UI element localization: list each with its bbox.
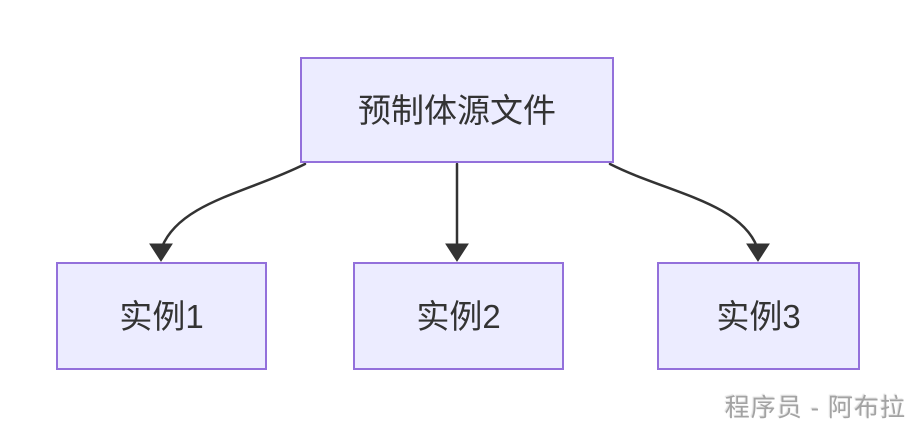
edge-source-to-instance3 xyxy=(608,162,759,249)
node-prefab-source: 预制体源文件 xyxy=(300,57,614,163)
node-instance-3-label: 实例3 xyxy=(716,297,801,335)
node-instance-3: 实例3 xyxy=(657,262,860,370)
arrowhead-instance3-icon xyxy=(746,243,770,262)
arrowhead-instance2-icon xyxy=(445,243,469,262)
node-prefab-source-label: 预制体源文件 xyxy=(358,91,556,129)
node-instance-1: 实例1 xyxy=(56,262,267,370)
edge-source-to-instance1 xyxy=(160,162,307,249)
node-instance-2: 实例2 xyxy=(353,262,564,370)
node-instance-1-label: 实例1 xyxy=(119,297,204,335)
node-instance-2-label: 实例2 xyxy=(416,297,501,335)
arrowhead-instance1-icon xyxy=(149,243,173,262)
watermark-text: 程序员 - 阿布拉 xyxy=(724,394,906,422)
